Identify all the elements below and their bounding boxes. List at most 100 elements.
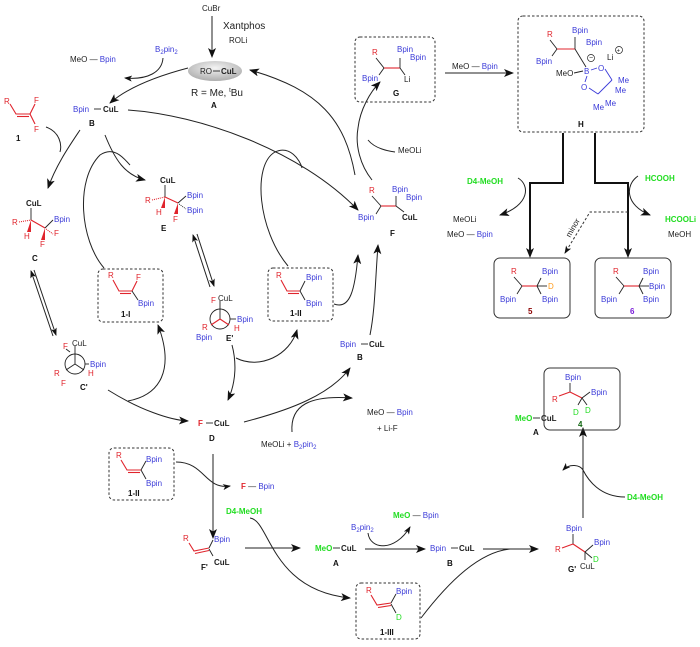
species-B-right: Bpin CuL B <box>340 340 385 362</box>
svg-text:R: R <box>366 586 372 595</box>
product-5: R Bpin Bpin D Bpin 5 <box>493 257 571 319</box>
arrow-1-merge <box>45 126 62 153</box>
intermediate-1-I: R F Bpin 1-I <box>97 268 164 323</box>
svg-text:D: D <box>573 408 579 417</box>
arrow-to-A-return <box>249 68 356 176</box>
svg-text:R: R <box>12 218 18 227</box>
svg-text:F: F <box>136 273 141 282</box>
species-D: F CuL D <box>198 419 230 443</box>
svg-text:Me: Me <box>618 76 630 85</box>
meo-bpin-byproduct: MeO — Bpin <box>447 230 493 239</box>
svg-text:H: H <box>234 324 240 333</box>
svg-text:Bpin: Bpin <box>306 273 322 282</box>
f-bpin-label: F — Bpin <box>241 482 274 491</box>
svg-text:B: B <box>89 119 95 128</box>
svg-text:Bpin: Bpin <box>500 295 516 304</box>
svg-text:F: F <box>40 240 45 249</box>
meoli-byproduct: MeOLi <box>453 215 477 224</box>
svg-text:Me: Me <box>605 99 617 108</box>
svg-text:Bpin: Bpin <box>572 26 588 35</box>
species-A-cul: CuL <box>221 67 237 76</box>
r-definition: R = Me, tBu <box>191 88 243 99</box>
svg-text:B: B <box>447 559 453 568</box>
species-A-right: MeO CuL A <box>515 414 557 437</box>
arrow-F-to-G <box>356 81 381 181</box>
svg-text:G': G' <box>568 565 576 574</box>
svg-text:Bpin: Bpin <box>536 57 552 66</box>
svg-text:Bpin: Bpin <box>410 53 426 62</box>
species-E: CuL R H Bpin Bpin F E <box>145 176 203 233</box>
svg-text:1-III: 1-III <box>380 628 394 637</box>
svg-text:CuL: CuL <box>341 544 357 553</box>
arrow-d4meoh-to-1-III <box>249 517 351 602</box>
svg-text:Bpin: Bpin <box>90 360 106 369</box>
svg-text:F: F <box>34 125 39 134</box>
svg-text:D: D <box>548 282 554 291</box>
d4-meoh-right-label: D4-MeOH <box>467 177 503 186</box>
species-G: R Bpin Bpin Bpin Li G <box>354 36 436 103</box>
product-4: Bpin R Bpin D D 4 <box>543 367 621 431</box>
svg-text:B: B <box>584 67 589 76</box>
svg-text:R: R <box>552 395 558 404</box>
roli-label: ROLi <box>229 36 247 45</box>
svg-text:R: R <box>54 369 60 378</box>
svg-text:CuL: CuL <box>369 340 385 349</box>
svg-text:1: 1 <box>16 134 21 143</box>
svg-text:F: F <box>34 96 39 105</box>
species-B: Bpin CuL B <box>73 105 119 128</box>
svg-text:F: F <box>211 296 216 305</box>
equilibrium-E-Eprime-fwd <box>196 233 215 287</box>
svg-text:Bpin: Bpin <box>430 544 446 553</box>
svg-text:Bpin: Bpin <box>187 191 203 200</box>
intermediate-1-III: R Bpin D 1-III <box>355 582 421 640</box>
b2pin2-bottom: B2pin2 <box>351 523 374 534</box>
svg-text:Bpin: Bpin <box>306 299 322 308</box>
arrow-b2pin2-meobpin <box>124 57 164 82</box>
meoli-b2pin2-label: MeOLi + B2pin2 <box>261 440 317 451</box>
hcooli-label: HCOOLi <box>665 215 696 224</box>
svg-text:Bpin: Bpin <box>138 299 154 308</box>
arrow-meoli-merge <box>367 139 396 153</box>
arrow-B-to-F <box>127 109 359 211</box>
svg-text:Bpin: Bpin <box>586 38 602 47</box>
svg-text:CuL: CuL <box>541 414 557 423</box>
species-F-prime: R Bpin CuL F' <box>183 534 230 572</box>
svg-text:Bpin: Bpin <box>340 340 356 349</box>
svg-text:Bpin: Bpin <box>591 388 607 397</box>
svg-text:D: D <box>209 434 215 443</box>
svg-text:Bpin: Bpin <box>406 193 422 202</box>
svg-text:A: A <box>533 428 539 437</box>
svg-text:O: O <box>598 64 604 73</box>
species-C: CuL R H Bpin F F C <box>12 199 70 263</box>
svg-text:CuL: CuL <box>103 105 119 114</box>
svg-text:R: R <box>555 545 561 554</box>
svg-text:MeO: MeO <box>556 69 573 78</box>
arrow-B-to-C <box>47 129 81 189</box>
svg-text:5: 5 <box>528 307 533 316</box>
svg-text:Bpin: Bpin <box>542 267 558 276</box>
svg-text:Bpin: Bpin <box>565 373 581 382</box>
svg-text:Bpin: Bpin <box>542 295 558 304</box>
species-A-ro: RO <box>200 67 212 76</box>
svg-text:Bpin: Bpin <box>566 524 582 533</box>
svg-text:Me: Me <box>615 86 627 95</box>
svg-text:Li: Li <box>607 53 613 62</box>
species-C-prime: CuL F Bpin H R F C' <box>54 339 106 392</box>
arrow-d4meoh-to-byproducts <box>499 177 526 216</box>
meoli-label-top: MeOLi <box>398 146 422 155</box>
b2pin2-top: B2pin2 <box>155 45 178 56</box>
equilibrium-E-Eprime-rev <box>192 234 211 288</box>
svg-text:6: 6 <box>630 307 635 316</box>
species-E-prime: CuL F Bpin H R Bpin E' <box>196 294 253 343</box>
svg-text:1-II: 1-II <box>290 309 302 318</box>
svg-text:Bpin: Bpin <box>643 267 659 276</box>
svg-text:H: H <box>156 208 162 217</box>
svg-text:Bpin: Bpin <box>358 213 374 222</box>
svg-text:R: R <box>547 30 553 39</box>
svg-text:F: F <box>390 229 395 238</box>
svg-text:Bpin: Bpin <box>601 295 617 304</box>
svg-text:Bpin: Bpin <box>392 185 408 194</box>
svg-text:R: R <box>613 267 619 276</box>
svg-text:F: F <box>61 379 66 388</box>
svg-text:O: O <box>581 83 587 92</box>
